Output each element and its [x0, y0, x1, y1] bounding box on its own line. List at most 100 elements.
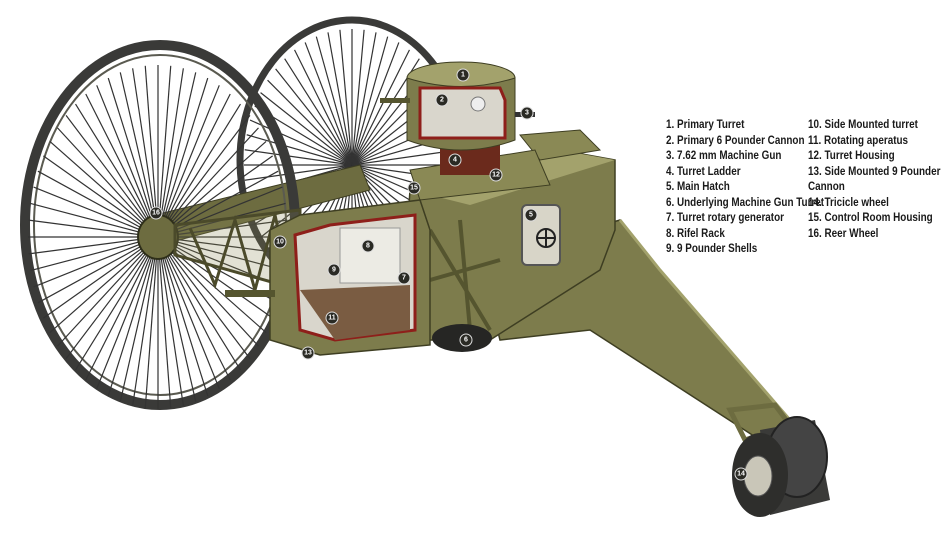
spoke	[43, 236, 159, 319]
callout-marker: 13	[301, 346, 315, 360]
spoke	[157, 77, 209, 238]
spoke	[244, 149, 353, 166]
legend-item: 9. 9 Pounder Shells	[666, 243, 758, 255]
callout-number: 9	[332, 267, 336, 274]
callout-number: 4	[453, 157, 457, 164]
spoke	[157, 219, 288, 238]
spoke	[107, 77, 159, 238]
spoke	[249, 119, 353, 166]
spoke	[85, 236, 159, 381]
callout-marker: 5	[524, 208, 538, 222]
primary-cannon-barrel	[380, 98, 410, 103]
spoke	[157, 72, 197, 238]
spoke	[57, 127, 159, 238]
spoke	[157, 236, 286, 272]
callout-number: 12	[492, 172, 500, 179]
spoke	[351, 29, 365, 166]
spoke	[327, 32, 353, 166]
spoke	[57, 236, 159, 347]
spoke	[157, 236, 220, 389]
legend-item: 3. 7.62 mm Machine Gun	[666, 150, 782, 162]
spoke	[351, 42, 400, 166]
spoke	[96, 85, 159, 238]
legend-item: 14. Tricicle wheel	[808, 196, 889, 209]
spoke	[157, 186, 283, 238]
spoke	[33, 186, 159, 238]
spoke	[37, 170, 159, 238]
callout-number: 2	[440, 97, 444, 104]
spoke	[267, 79, 353, 166]
spoke	[157, 236, 197, 402]
legend-item: 5. Main Hatch	[666, 181, 730, 193]
spoke	[157, 85, 220, 238]
legend-item: 12. Turret Housing	[808, 150, 895, 162]
spoke	[157, 236, 231, 381]
callout-marker: 1	[456, 68, 470, 82]
spoke	[157, 236, 273, 319]
callout-marker: 9	[327, 263, 341, 277]
spoke	[157, 236, 209, 397]
spoke	[157, 103, 241, 238]
spoke	[65, 236, 159, 359]
legend-item: 11. Rotating aperatus	[808, 134, 909, 147]
callout-marker: 10	[273, 235, 287, 249]
spoke	[351, 49, 410, 166]
callout-number: 8	[366, 243, 370, 250]
spoke	[157, 236, 241, 371]
spoke	[304, 42, 353, 166]
callout-number: 5	[529, 212, 533, 219]
legend-item: 2. Primary 6 Pounder Cannon	[666, 134, 805, 147]
legend-item: 15. Control Room Housing	[808, 212, 933, 224]
spoke	[157, 93, 231, 238]
spoke	[157, 236, 184, 406]
spoke	[75, 103, 159, 238]
callout-number: 1	[461, 72, 465, 79]
legend-item: 8. Rifel Rack	[666, 227, 725, 240]
callout-number: 6	[464, 337, 468, 344]
spoke	[132, 236, 159, 406]
callout-marker: 14	[734, 467, 748, 481]
spoke	[119, 236, 159, 402]
spoke	[43, 155, 159, 238]
spoke	[157, 68, 184, 238]
callout-marker: 12	[489, 168, 503, 182]
callout-marker: 15	[407, 181, 421, 195]
spoke	[49, 140, 159, 238]
spoke	[157, 236, 172, 409]
spoke	[351, 36, 389, 166]
callout-number: 7	[402, 275, 406, 282]
callout-marker: 8	[361, 239, 375, 253]
spoke	[28, 219, 159, 238]
spoke	[30, 202, 159, 238]
callout-number: 3	[525, 110, 529, 117]
spoke	[33, 236, 159, 288]
spoke	[157, 115, 251, 238]
spoke	[260, 92, 353, 166]
spoke	[49, 236, 159, 334]
callout-marker: 16	[149, 206, 163, 220]
callout-number: 15	[410, 185, 418, 192]
side-turret	[225, 199, 431, 356]
callout-marker: 4	[448, 153, 462, 167]
spoke	[294, 49, 353, 166]
spoke	[157, 140, 267, 238]
callout-number: 14	[737, 471, 745, 478]
callout-marker: 2	[435, 93, 449, 107]
legend-item: 7. Turret rotary generator	[666, 212, 784, 224]
spoke	[85, 93, 159, 238]
callout-number: 11	[328, 315, 336, 322]
side-cannon-barrel	[225, 290, 275, 297]
callout-marker: 7	[397, 271, 411, 285]
callout-number: 13	[304, 350, 312, 357]
spoke	[144, 236, 159, 409]
spoke	[75, 236, 159, 371]
legend-item: 13. Side Mounted 9 Pounder Cannon	[808, 165, 941, 194]
spoke	[28, 236, 159, 255]
spoke	[244, 164, 353, 181]
spoke	[275, 68, 353, 166]
legend-item: 6. Underlying Machine Gun Turret	[666, 196, 825, 209]
callout-marker: 11	[325, 311, 339, 325]
